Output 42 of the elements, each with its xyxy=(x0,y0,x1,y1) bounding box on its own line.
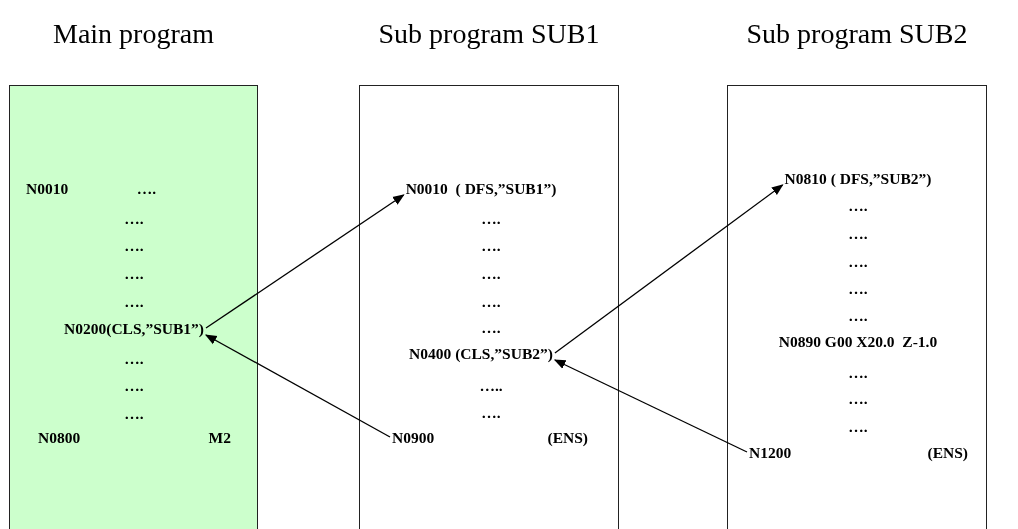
code-text: …. xyxy=(124,377,144,394)
code-text: …. xyxy=(481,237,501,254)
code-text: …. xyxy=(124,210,144,227)
code-text: ….. xyxy=(479,377,503,394)
panel-title: Sub program SUB1 xyxy=(377,18,601,50)
code-text: …. xyxy=(124,350,144,367)
code-text: (ENS) xyxy=(547,429,588,447)
code-text: …. xyxy=(848,390,868,407)
code-text: …. xyxy=(848,307,868,324)
code-text: N0810 ( DFS,”SUB2”) xyxy=(784,170,932,187)
code-text: N0010 xyxy=(26,180,69,198)
code-text: …. xyxy=(848,418,868,435)
code-text: …. xyxy=(848,197,868,214)
code-text: …. xyxy=(848,225,868,242)
code-text: …. xyxy=(848,280,868,297)
code-text: …. xyxy=(481,404,501,421)
code-text: N0200(CLS,”SUB1”) xyxy=(64,320,204,337)
arrow xyxy=(204,334,391,438)
panel-title: Sub program SUB2 xyxy=(745,18,969,50)
code-text: …. xyxy=(124,237,144,254)
code-text: N0800 xyxy=(38,429,81,447)
code-text: N0900 xyxy=(392,429,435,447)
code-text: N0010 ( DFS,”SUB1”) xyxy=(405,180,557,197)
code-text: …. xyxy=(136,180,156,198)
code-text: (ENS) xyxy=(927,444,968,462)
code-text: …. xyxy=(481,293,501,310)
code-text: …. xyxy=(124,293,144,310)
panel-title: Main program xyxy=(52,18,215,50)
code-text: …. xyxy=(848,364,868,381)
code-text: M2 xyxy=(208,429,231,447)
arrow xyxy=(554,184,784,354)
code-text: …. xyxy=(481,265,501,282)
code-text: N0890 G00 X20.0 Z-1.0 xyxy=(778,333,938,350)
arrow xyxy=(205,194,405,329)
code-text: …. xyxy=(124,265,144,282)
arrow xyxy=(553,359,748,453)
code-text: N0400 (CLS,”SUB2”) xyxy=(409,345,553,362)
code-text: …. xyxy=(481,319,501,336)
code-text: …. xyxy=(481,210,501,227)
code-text: …. xyxy=(848,253,868,270)
code-text: …. xyxy=(124,405,144,422)
code-text: N1200 xyxy=(749,444,792,462)
